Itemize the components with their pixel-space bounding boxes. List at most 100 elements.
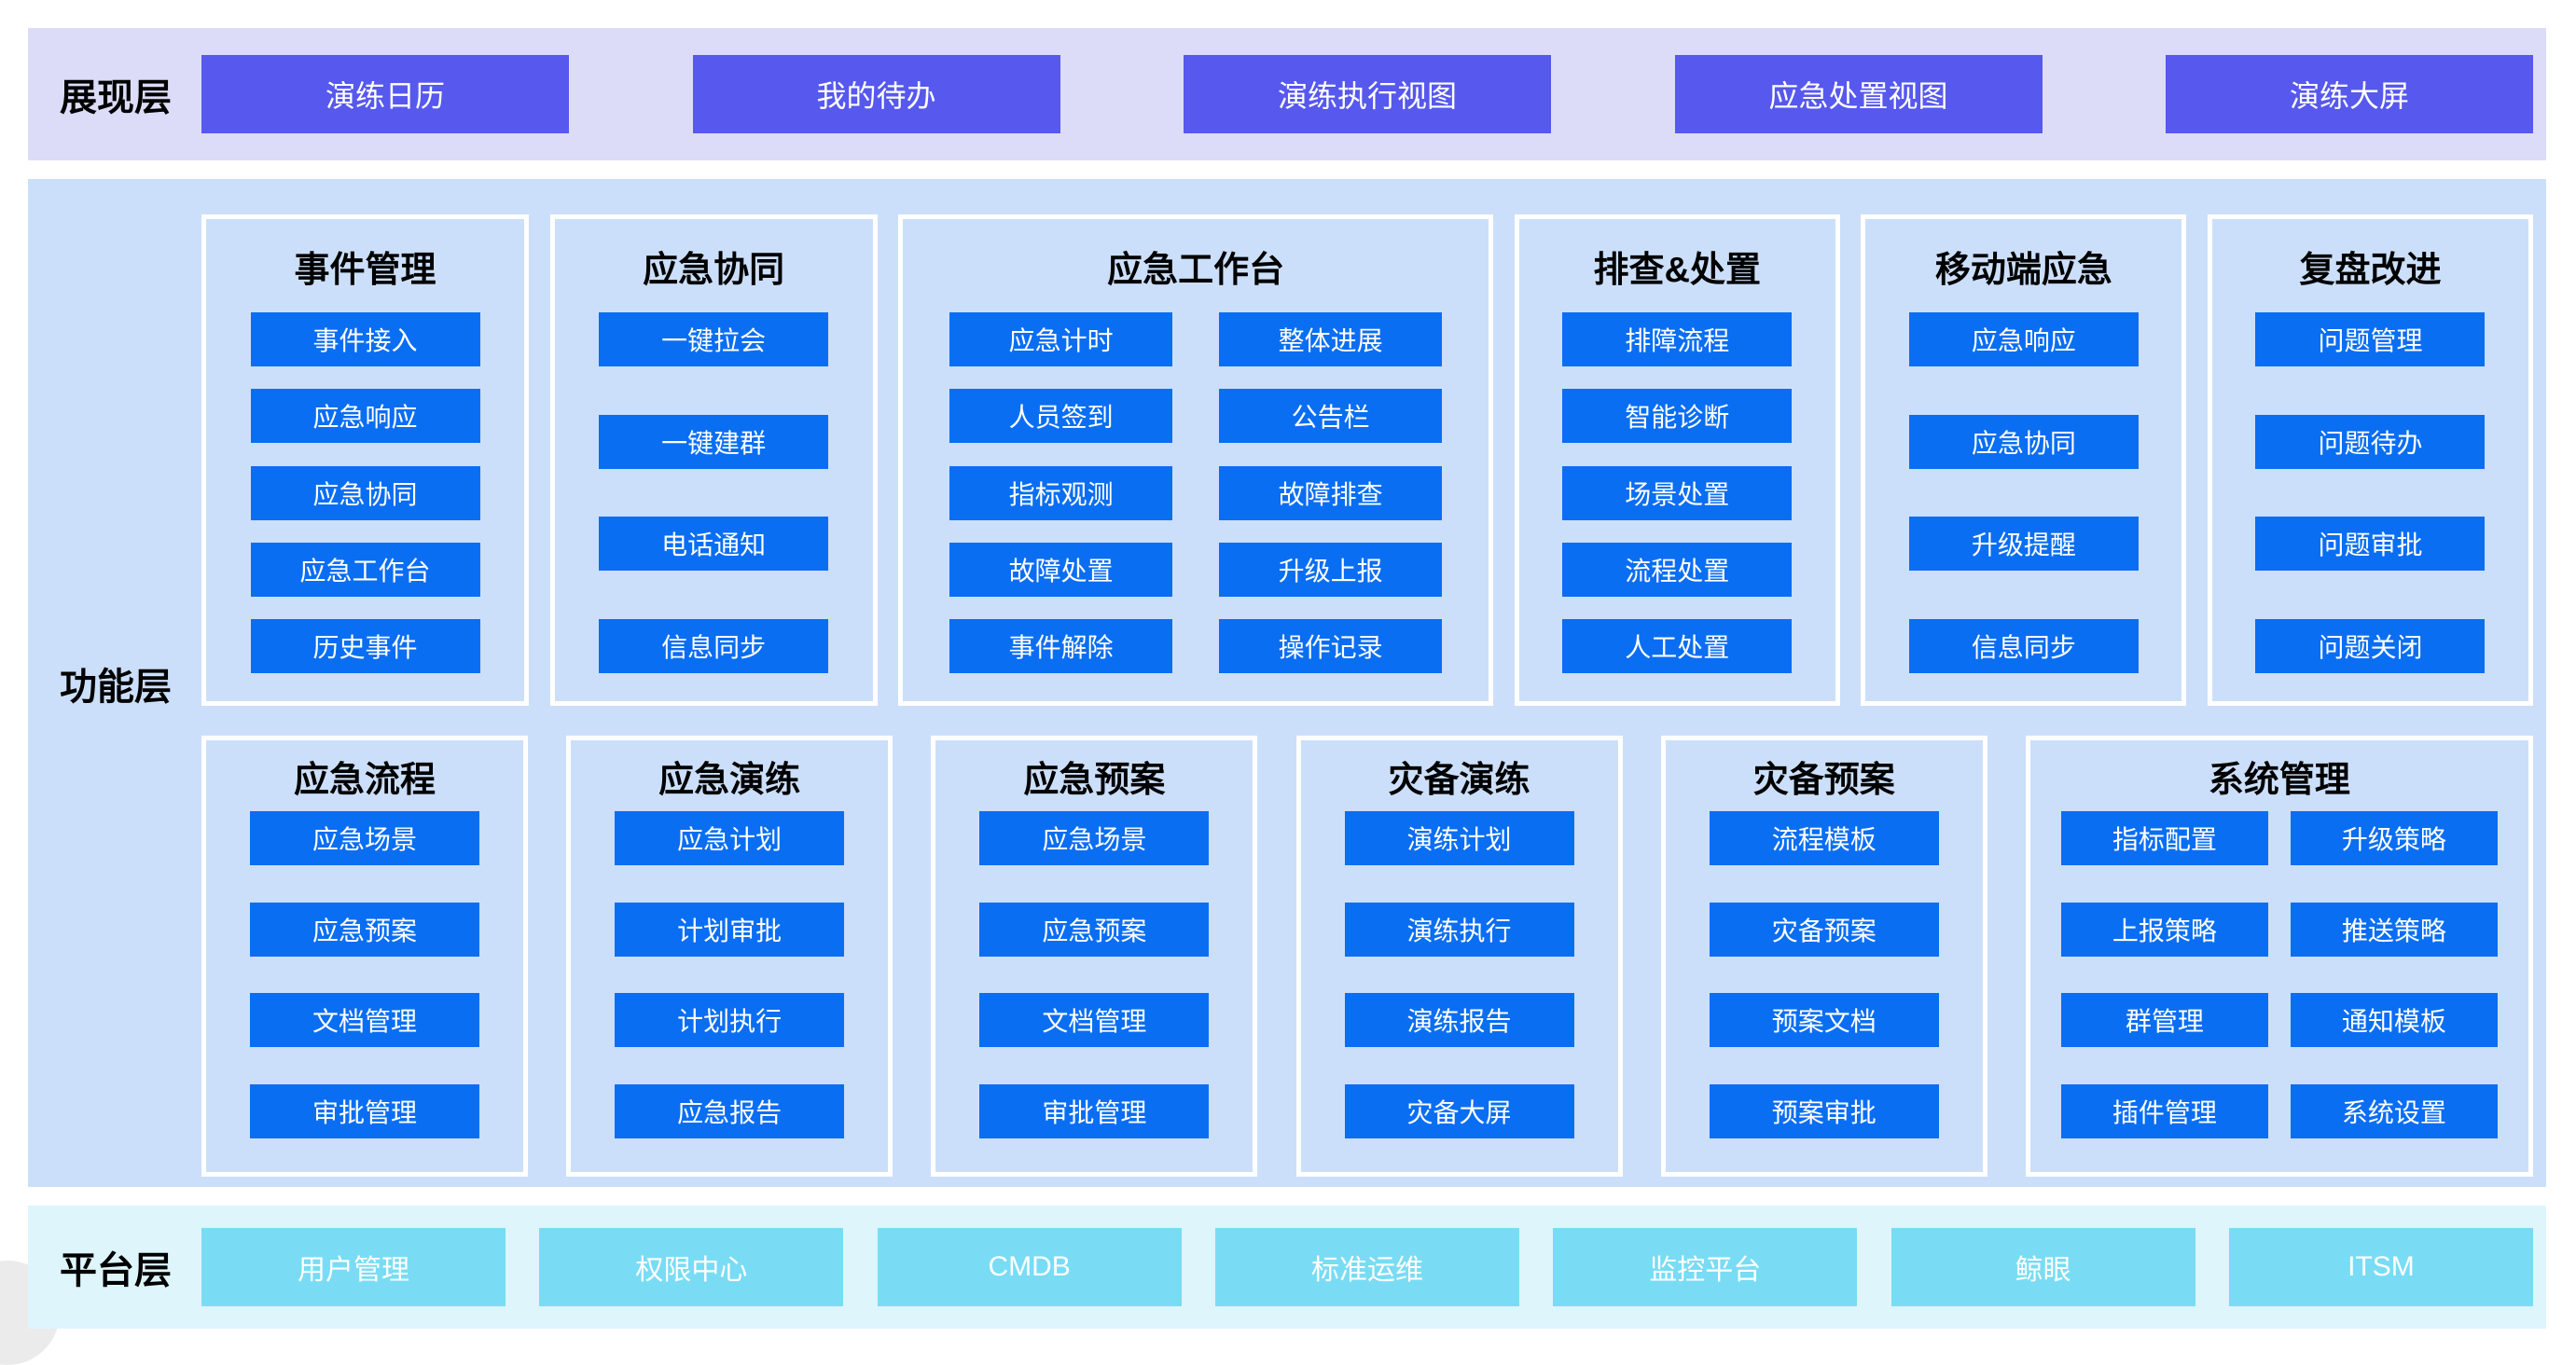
presentation-button[interactable]: 演练执行视图 bbox=[1184, 55, 1551, 133]
group-title: 排查&处置 bbox=[1593, 250, 1761, 290]
function-item-button[interactable]: 演练执行 bbox=[1344, 902, 1574, 957]
function-group-emergency-workbench: 应急工作台 应急计时整体进展人员签到公告栏指标观测故障排查故障处置升级上报事件解… bbox=[898, 214, 1494, 706]
platform-button-row: 用户管理权限中心 CMDB 标准运维监控平台鲸眼 ITSM bbox=[201, 1206, 2533, 1329]
platform-button[interactable]: CMDB bbox=[877, 1228, 1182, 1306]
function-item-button[interactable]: 故障处置 bbox=[949, 542, 1173, 597]
platform-button[interactable]: 标准运维 bbox=[1214, 1228, 1519, 1306]
function-item-button[interactable]: 操作记录 bbox=[1219, 619, 1443, 673]
platform-button[interactable]: ITSM bbox=[2228, 1228, 2533, 1306]
function-item-button[interactable]: 插件管理 bbox=[2060, 1083, 2268, 1138]
group-items: 排障流程智能诊断场景处置流程处置人工处置 bbox=[1519, 312, 1835, 673]
function-item-button[interactable]: 上报策略 bbox=[2060, 902, 2268, 957]
function-item-button[interactable]: 升级上报 bbox=[1219, 542, 1443, 597]
presentation-button[interactable]: 我的待办 bbox=[692, 55, 1060, 133]
function-item-button[interactable]: 问题管理 bbox=[2255, 312, 2486, 366]
function-item-button[interactable]: 场景处置 bbox=[1562, 465, 1793, 520]
group-items: 应急计时整体进展人员签到公告栏指标观测故障排查故障处置升级上报事件解除操作记录 bbox=[903, 312, 1489, 673]
function-item-button[interactable]: 应急计时 bbox=[949, 312, 1173, 366]
function-item-button[interactable]: 升级提醒 bbox=[1908, 517, 2139, 572]
function-item-button[interactable]: 应急工作台 bbox=[250, 542, 480, 597]
function-item-button[interactable]: 事件接入 bbox=[250, 312, 480, 366]
platform-button[interactable]: 用户管理 bbox=[201, 1228, 506, 1306]
function-group-mobile-emergency: 移动端应急 应急响应应急协同升级提醒信息同步 bbox=[1861, 214, 2187, 706]
function-group-emergency-process: 应急流程 应急场景应急预案文档管理审批管理 bbox=[201, 736, 528, 1177]
function-item-button[interactable]: 信息同步 bbox=[1908, 618, 2139, 673]
group-title: 移动端应急 bbox=[1934, 250, 2112, 290]
function-item-button[interactable]: 审批管理 bbox=[250, 1083, 479, 1138]
function-item-button[interactable]: 推送策略 bbox=[2290, 902, 2498, 957]
function-item-button[interactable]: 灾备大屏 bbox=[1344, 1083, 1574, 1138]
function-item-button[interactable]: 文档管理 bbox=[250, 993, 479, 1048]
function-item-button[interactable]: 电话通知 bbox=[599, 517, 829, 572]
function-item-button[interactable]: 应急场景 bbox=[979, 811, 1210, 865]
group-title: 系统管理 bbox=[2208, 760, 2350, 800]
function-item-button[interactable]: 演练报告 bbox=[1344, 993, 1574, 1048]
function-item-button[interactable]: 预案文档 bbox=[1709, 993, 1939, 1048]
function-item-button[interactable]: 应急协同 bbox=[1908, 414, 2139, 469]
group-items: 指标配置升级策略上报策略推送策略群管理通知模板插件管理系统设置 bbox=[2030, 811, 2528, 1138]
function-item-button[interactable]: 应急协同 bbox=[250, 465, 480, 520]
group-items: 一键拉会一键建群电话通知信息同步 bbox=[555, 312, 873, 673]
function-group-emergency-drill: 应急演练 应急计划计划审批计划执行应急报告 bbox=[566, 736, 893, 1177]
function-group-dr-drill: 灾备演练 演练计划演练执行演练报告灾备大屏 bbox=[1295, 736, 1623, 1177]
platform-button[interactable]: 监控平台 bbox=[1553, 1228, 1858, 1306]
presentation-layer-band: 展现层 演练日历我的待办演练执行视图应急处置视图演练大屏 bbox=[28, 28, 2546, 160]
group-title: 复盘改进 bbox=[2299, 250, 2442, 290]
group-items: 演练计划演练执行演练报告灾备大屏 bbox=[1301, 811, 1618, 1138]
function-item-button[interactable]: 应急场景 bbox=[250, 811, 479, 865]
function-item-button[interactable]: 故障排查 bbox=[1219, 465, 1443, 520]
group-title: 应急流程 bbox=[293, 760, 436, 800]
presentation-button[interactable]: 演练日历 bbox=[201, 55, 569, 133]
group-items: 流程模板灾备预案预案文档预案审批 bbox=[1666, 811, 1983, 1138]
presentation-button[interactable]: 演练大屏 bbox=[2166, 55, 2533, 133]
function-group-row-2: 应急流程 应急场景应急预案文档管理审批管理 应急演练 应急计划计划审批计划执行应… bbox=[201, 736, 2533, 1177]
platform-button[interactable]: 鲸眼 bbox=[1890, 1228, 2195, 1306]
function-item-button[interactable]: 公告栏 bbox=[1219, 389, 1443, 444]
function-item-button[interactable]: 计划审批 bbox=[615, 902, 845, 957]
function-item-button[interactable]: 应急预案 bbox=[979, 902, 1210, 957]
function-item-button[interactable]: 智能诊断 bbox=[1562, 389, 1793, 444]
function-item-button[interactable]: 预案审批 bbox=[1709, 1083, 1939, 1138]
function-item-button[interactable]: 演练计划 bbox=[1344, 811, 1574, 865]
function-item-button[interactable]: 应急响应 bbox=[1908, 312, 2139, 366]
function-item-button[interactable]: 群管理 bbox=[2060, 993, 2268, 1048]
function-item-button[interactable]: 系统设置 bbox=[2290, 1083, 2498, 1138]
function-item-button[interactable]: 流程处置 bbox=[1562, 542, 1793, 597]
group-items: 应急响应应急协同升级提醒信息同步 bbox=[1865, 312, 2181, 673]
function-item-button[interactable]: 事件解除 bbox=[949, 619, 1173, 673]
platform-button[interactable]: 权限中心 bbox=[539, 1228, 844, 1306]
function-item-button[interactable]: 指标配置 bbox=[2060, 811, 2268, 865]
function-item-button[interactable]: 指标观测 bbox=[949, 465, 1173, 520]
function-item-button[interactable]: 流程模板 bbox=[1709, 811, 1939, 865]
function-item-button[interactable]: 应急报告 bbox=[615, 1083, 845, 1138]
function-item-button[interactable]: 一键拉会 bbox=[599, 312, 829, 366]
function-item-button[interactable]: 问题关闭 bbox=[2255, 618, 2486, 673]
function-item-button[interactable]: 灾备预案 bbox=[1709, 902, 1939, 957]
function-item-button[interactable]: 问题待办 bbox=[2255, 414, 2486, 469]
presentation-button[interactable]: 应急处置视图 bbox=[1674, 55, 2043, 133]
function-item-button[interactable]: 升级策略 bbox=[2290, 811, 2498, 865]
function-item-button[interactable]: 应急响应 bbox=[250, 389, 480, 444]
function-item-button[interactable]: 一键建群 bbox=[599, 414, 829, 469]
function-group-review-improvement: 复盘改进 问题管理问题待办问题审批问题关闭 bbox=[2207, 214, 2533, 706]
function-item-button[interactable]: 历史事件 bbox=[250, 619, 480, 673]
function-item-button[interactable]: 计划执行 bbox=[615, 993, 845, 1048]
function-item-button[interactable]: 通知模板 bbox=[2290, 993, 2498, 1048]
presentation-button-row: 演练日历 我的待办 演练执行视图 应急处置视图 演练大屏 bbox=[201, 28, 2533, 160]
function-layer-band: 功能层 事件管理 事件接入应急响应应急协同应急工作台历史事件 应急协同 一键拉会… bbox=[28, 179, 2546, 1187]
function-item-button[interactable]: 应急预案 bbox=[250, 902, 479, 957]
function-item-button[interactable]: 应急计划 bbox=[615, 811, 845, 865]
function-item-button[interactable]: 问题审批 bbox=[2255, 517, 2486, 572]
function-item-button[interactable]: 文档管理 bbox=[979, 993, 1210, 1048]
function-item-button[interactable]: 排障流程 bbox=[1562, 312, 1793, 366]
function-layer-content: 事件管理 事件接入应急响应应急协同应急工作台历史事件 应急协同 一键拉会一键建群… bbox=[201, 214, 2533, 1177]
group-items: 事件接入应急响应应急协同应急工作台历史事件 bbox=[206, 312, 524, 673]
group-title: 事件管理 bbox=[294, 250, 436, 290]
function-item-button[interactable]: 信息同步 bbox=[599, 618, 829, 673]
function-item-button[interactable]: 审批管理 bbox=[979, 1083, 1210, 1138]
function-item-button[interactable]: 人工处置 bbox=[1562, 619, 1793, 673]
function-item-button[interactable]: 人员签到 bbox=[949, 389, 1173, 444]
group-items: 应急场景应急预案文档管理审批管理 bbox=[935, 811, 1253, 1138]
function-item-button[interactable]: 整体进展 bbox=[1219, 312, 1443, 366]
